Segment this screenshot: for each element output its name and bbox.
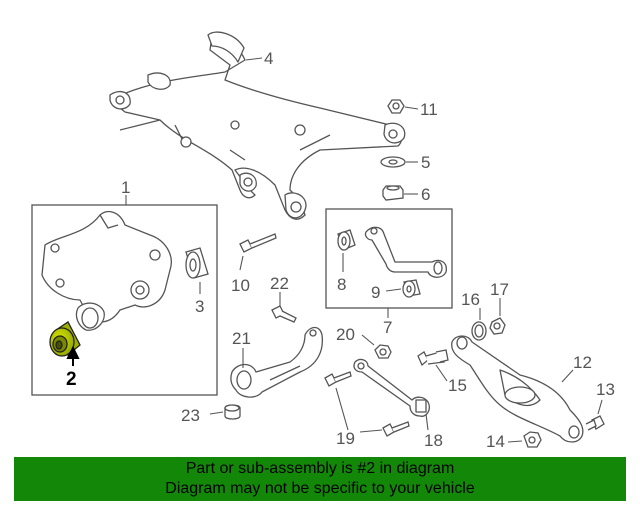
assembly-box-1 xyxy=(31,204,218,396)
callout-5: 5 xyxy=(421,153,430,172)
callout-18: 18 xyxy=(424,431,443,450)
callout-15: 15 xyxy=(448,376,467,395)
callout-4: 4 xyxy=(264,49,273,68)
callout-14: 14 xyxy=(486,432,505,451)
leader-19 xyxy=(335,387,383,433)
part-21-arm xyxy=(230,326,324,398)
callout-20: 20 xyxy=(336,325,355,344)
part-12-arm xyxy=(451,335,584,443)
callout-17: 17 xyxy=(490,280,509,299)
part-22-bolt xyxy=(271,305,297,323)
part-7-arm xyxy=(364,226,447,278)
callout-13: 13 xyxy=(596,380,615,399)
part-23-washer xyxy=(224,404,241,420)
part-18-link xyxy=(353,358,430,417)
part-17-nut xyxy=(489,317,506,335)
callout-16: 16 xyxy=(461,290,480,309)
leader-lines xyxy=(125,57,603,443)
callout-2: 2 xyxy=(66,369,77,390)
part-10-bolt xyxy=(239,233,277,253)
callout-21: 21 xyxy=(232,329,251,348)
part-9-bushing xyxy=(402,279,421,298)
callout-8: 8 xyxy=(337,275,346,294)
part-1-knuckle xyxy=(41,211,172,331)
callout-12: 12 xyxy=(573,353,592,372)
callout-6: 6 xyxy=(421,185,430,204)
part-11-nut xyxy=(387,99,405,114)
part-6-nut xyxy=(382,185,404,201)
part-8-bushing xyxy=(337,229,356,251)
assembly-box-7 xyxy=(325,208,453,309)
callout-9: 9 xyxy=(371,283,380,302)
part-3-bushing xyxy=(185,247,209,279)
callout-23: 23 xyxy=(181,406,200,425)
part-20-nut xyxy=(374,344,392,359)
part-5-washer xyxy=(380,156,406,168)
part-16-ring xyxy=(471,321,487,341)
callout-7: 7 xyxy=(383,318,392,337)
callout-1: 1 xyxy=(121,178,130,197)
banner-line-1: Part or sub-assembly is #2 in diagram xyxy=(185,460,455,477)
part-19-bolts xyxy=(324,371,410,437)
part-15-bolt xyxy=(417,349,449,367)
banner-line-2: Diagram may not be specific to your vehi… xyxy=(165,480,475,497)
subframe xyxy=(109,31,406,220)
callout-19: 19 xyxy=(336,429,355,448)
callout-10: 10 xyxy=(231,276,250,295)
callout-labels: 4 11 5 6 1 3 2 10 22 8 9 7 20 21 23 15 1… xyxy=(66,49,615,451)
diagram-canvas: 4 11 5 6 1 3 2 10 22 8 9 7 20 21 23 15 1… xyxy=(31,31,615,451)
info-banner: Part or sub-assembly is #2 in diagram Di… xyxy=(14,457,626,501)
part-14-nut xyxy=(523,431,542,448)
callout-2-arrow xyxy=(66,345,80,366)
callout-11: 11 xyxy=(420,100,438,119)
callout-3: 3 xyxy=(195,297,204,316)
callout-22: 22 xyxy=(270,274,289,293)
part-2-bushing xyxy=(49,321,81,357)
part-13-bolt xyxy=(585,415,605,431)
